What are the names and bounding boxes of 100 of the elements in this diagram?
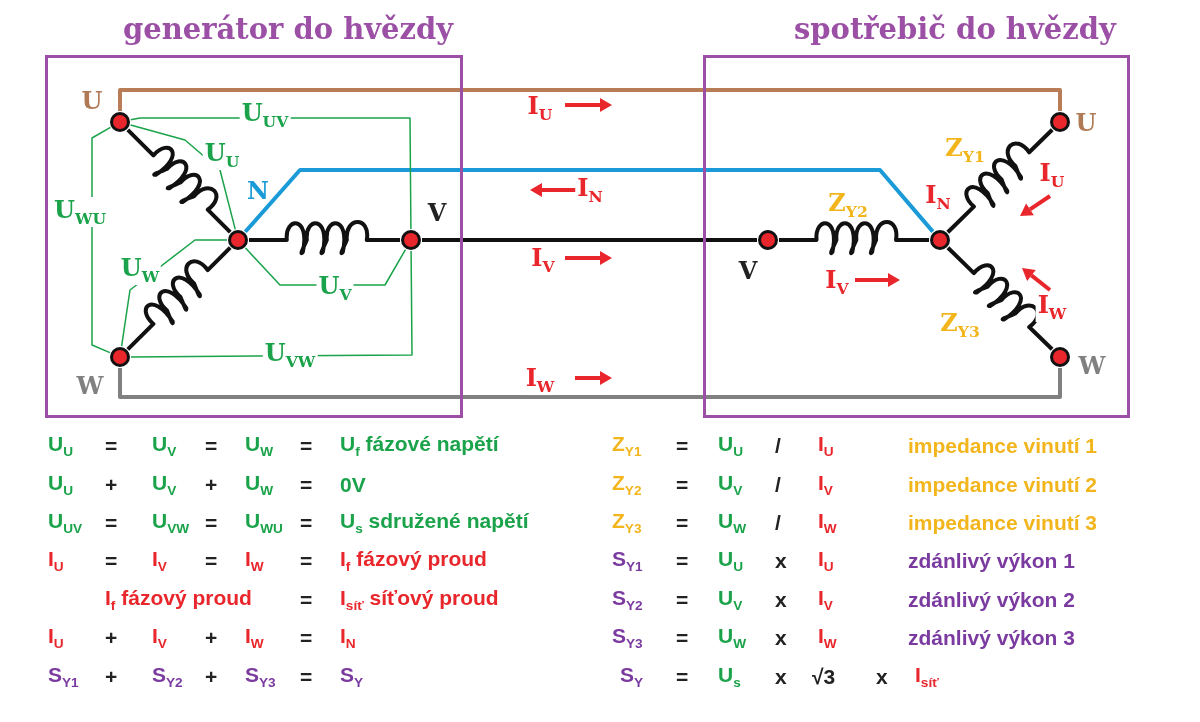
formula-term: I$_{V}$ [818,471,833,499]
wire [243,168,935,234]
quantity-label: I$_{W}$ [1035,292,1069,322]
formula-term: I$_{W}$ [818,509,837,537]
formula-term: U$_{W}$ [245,432,274,460]
formula-term: + [205,664,218,690]
edge-label: U$_{VW}$ [262,340,318,370]
formula-term: I$_{U}$ [48,624,64,652]
coil-winding [126,246,232,351]
formula-term: = [300,625,313,651]
formula-term: I$_{U}$ [818,547,834,575]
formula-term: = [300,587,313,613]
formula-term: I$_{U}$ [818,432,834,460]
formula-term: = [676,664,689,690]
coil-winding [946,246,1054,351]
terminal-dot [401,230,421,250]
formula-term: U$_{V}$ [152,432,177,460]
quantity-label: I$_{U}$ [525,93,555,123]
quantity-label: I$_{N}$ [923,182,953,212]
formula-term: S$_{Y2}$ [612,586,643,614]
formula-term: = [205,510,218,536]
quantity-label: Z$_{Y2}$ [826,190,870,220]
formula-term: x [775,625,787,651]
formula-term: S$_{Y3}$ [245,663,276,691]
formula-term: S$_{Y1}$ [612,547,643,575]
formula-term: = [676,433,689,459]
terminal-dot [758,230,778,250]
formula-term: U$_{U}$ [718,547,744,575]
formula-term: = [300,472,313,498]
edge-label: U$_{WU}$ [51,197,109,227]
formula-term: = [300,548,313,574]
formula-term: √3 [812,664,836,690]
wire [118,88,1062,111]
formula-term: U$_{U}$ [718,432,744,460]
formula-term: = [676,510,689,536]
formula-term: impedance vinutí 1 [908,433,1098,459]
formula-term: x [876,664,888,690]
formula-term: I$_{W}$ [245,547,264,575]
formula-term: U$_{s}$ sdružené napětí [340,509,529,537]
formula-term: S$_{Y1}$ [48,663,79,691]
formula-term: I$_{V}$ [152,624,167,652]
formula-term: x [775,587,787,613]
terminal-label: W [76,370,104,400]
formula-term: x [775,548,787,574]
formula-term: I$_{W}$ [245,624,264,652]
formula-term: I$_{f}$ fázový proud [340,547,487,575]
formula-term: = [105,510,118,536]
coil-winding [779,220,929,254]
group-title: spotřebič do hvězdy [794,12,1116,46]
formula-term: U$_{W}$ [245,471,274,499]
formula-term: I$_{síť}$ síťový proud [340,586,499,614]
terminal-label: W [1078,350,1106,380]
formula-term: / [775,510,781,536]
terminal-dot [930,230,950,250]
formula-term: S$_{Y2}$ [152,663,183,691]
formula-term: I$_{U}$ [48,547,64,575]
formula-term: I$_{W}$ [818,624,837,652]
terminal-label: V [738,255,758,285]
formula-term: U$_{U}$ [48,432,74,460]
formula-term: U$_{WU}$ [245,509,283,537]
formula-term: + [205,625,218,651]
wire [422,238,757,242]
formula-term: I$_{V}$ [818,586,833,614]
edge-label: U$_{UV}$ [239,100,291,130]
formula-term: U$_{VW}$ [152,509,190,537]
formula-term: U$_{V}$ [152,471,177,499]
formula-term: U$_{W}$ [718,624,747,652]
formula-term: U$_{W}$ [718,509,747,537]
formula-term: I$_{N}$ [340,624,356,652]
formula-term: U$_{V}$ [718,471,743,499]
formula-term: zdánlivý výkon 1 [908,548,1075,574]
formula-term: I$_{f}$ fázový proud [105,586,252,614]
formula-term: U$_{UV}$ [48,509,83,537]
formula-term: S$_{Y}$ [340,663,364,691]
terminal-label: V [427,197,447,227]
terminal-dot [228,230,248,250]
formula-term: = [300,664,313,690]
group-title: generátor do hvězdy [123,12,454,46]
formula-term: 0V [340,472,366,498]
formula-term: = [300,510,313,536]
formula-term: = [300,433,313,459]
formula-term: impedance vinutí 3 [908,510,1098,536]
quantity-label: I$_{V}$ [823,267,851,297]
formula-term: = [676,548,689,574]
formula-term: Z$_{Y3}$ [612,509,642,537]
formula-term: = [205,548,218,574]
formula-term: U$_{V}$ [718,586,743,614]
formula-term: U$_{f}$ fázové napětí [340,432,499,460]
formula-term: + [105,625,118,651]
formula-term: U$_{U}$ [48,471,74,499]
formula-term: = [676,587,689,613]
formula-term: I$_{síť}$ [915,663,939,691]
quantity-label: I$_{W}$ [523,365,557,395]
wire [118,368,1062,399]
formula-term: = [676,625,689,651]
formula-term: I$_{V}$ [152,547,167,575]
terminal-label: U [81,85,103,115]
terminal-label: N [247,175,269,205]
edge-label: U$_{V}$ [316,273,354,303]
formula-term: = [205,433,218,459]
